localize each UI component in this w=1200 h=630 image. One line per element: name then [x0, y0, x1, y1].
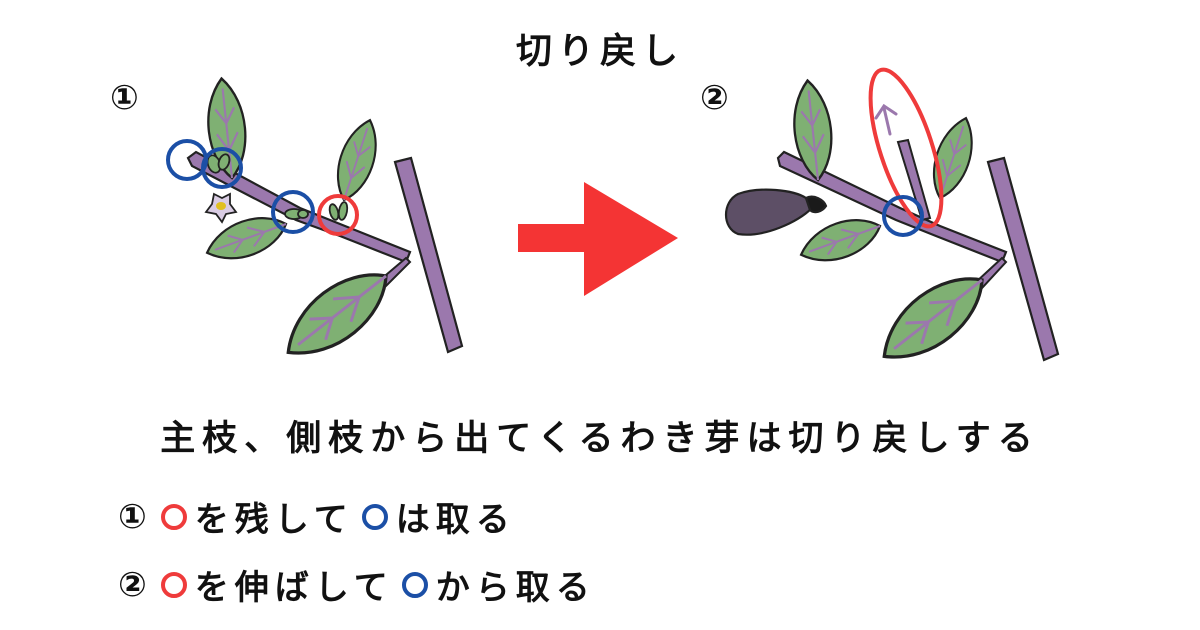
keep-marker-circle [317, 194, 359, 236]
keep-marker-circle [868, 67, 944, 229]
leaf [327, 113, 387, 207]
remove-marker-circle [882, 195, 924, 237]
step-number: ② [118, 564, 153, 605]
red-circle-icon [160, 503, 187, 530]
growth-arrow-icon [874, 103, 898, 136]
side-branch [776, 150, 1008, 264]
panel-1-number: ① [110, 78, 139, 118]
panel-1-plant [166, 75, 464, 374]
step-2: ② を伸ばして から取る [118, 560, 596, 609]
right-arrow-icon [518, 182, 678, 296]
diagram-canvas [166, 67, 1060, 378]
panel-2-number: ② [700, 78, 729, 118]
blue-circle-icon [401, 571, 428, 598]
flower [204, 192, 238, 224]
step-text: を伸ばして [194, 568, 394, 608]
step-number: ① [118, 496, 153, 537]
caption: 主枝、側枝から出てくるわき芽は切り戻しする [160, 419, 1040, 459]
main-stem [986, 156, 1060, 362]
main-stem [393, 156, 464, 354]
side-branch [186, 150, 412, 264]
panel-2-plant [724, 67, 1060, 378]
eggplant [724, 188, 828, 236]
step-text: を残して [194, 500, 354, 540]
leaf [867, 258, 1000, 378]
sprout [206, 153, 349, 221]
step-text: から取る [435, 568, 596, 608]
remove-marker-circle [201, 147, 243, 189]
leaf [794, 208, 888, 273]
leaf [923, 111, 983, 205]
step-text: は取る [395, 500, 516, 540]
remove-marker-circle [271, 190, 315, 234]
blue-circle-icon [361, 503, 388, 530]
red-circle-icon [160, 571, 187, 598]
page-title: 切り戻し [515, 31, 684, 72]
step-1: ① を残して は取る [118, 492, 516, 541]
leaf [200, 206, 294, 271]
grown-sprout [896, 138, 932, 222]
leaf [271, 254, 404, 374]
